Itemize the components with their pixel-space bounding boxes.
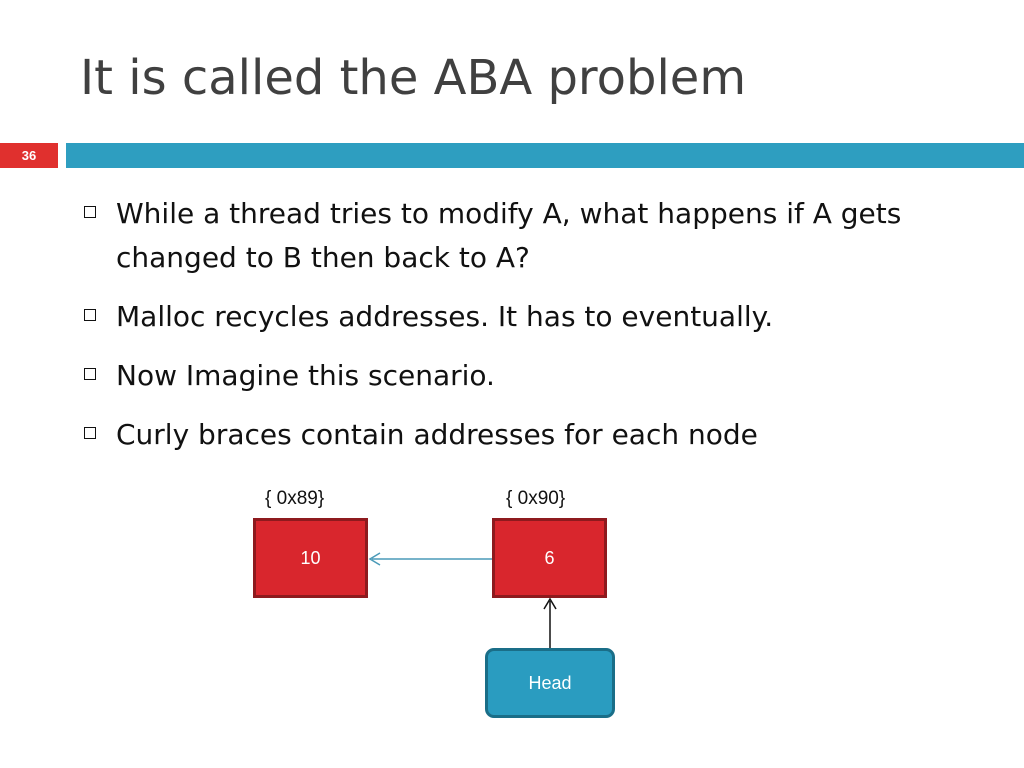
bullet-item: Malloc recycles addresses. It has to eve… <box>82 295 962 339</box>
bullet-text: Now Imagine this scenario. <box>116 359 495 392</box>
node-address-label: { 0x90} <box>506 488 566 509</box>
head-pointer-arrow <box>543 597 557 648</box>
slide-number-badge: 36 <box>0 143 58 168</box>
node-address-label: { 0x89} <box>265 488 325 509</box>
square-bullet-icon <box>84 368 96 380</box>
bullet-item: Now Imagine this scenario. <box>82 354 962 398</box>
square-bullet-icon <box>84 309 96 321</box>
head-pointer-box: Head <box>485 648 615 718</box>
title-accent-bar <box>66 143 1024 168</box>
square-bullet-icon <box>84 427 96 439</box>
square-bullet-icon <box>84 206 96 218</box>
bullet-list: While a thread tries to modify A, what h… <box>82 192 962 472</box>
list-node: 10 <box>253 518 368 598</box>
slide-title: It is called the ABA problem <box>80 50 747 106</box>
node-link-arrow <box>368 552 492 566</box>
bullet-text: While a thread tries to modify A, what h… <box>116 197 902 274</box>
bullet-text: Malloc recycles addresses. It has to eve… <box>116 300 774 333</box>
bullet-text: Curly braces contain addresses for each … <box>116 418 758 451</box>
list-node: 6 <box>492 518 607 598</box>
bullet-item: Curly braces contain addresses for each … <box>82 413 962 457</box>
bullet-item: While a thread tries to modify A, what h… <box>82 192 962 280</box>
